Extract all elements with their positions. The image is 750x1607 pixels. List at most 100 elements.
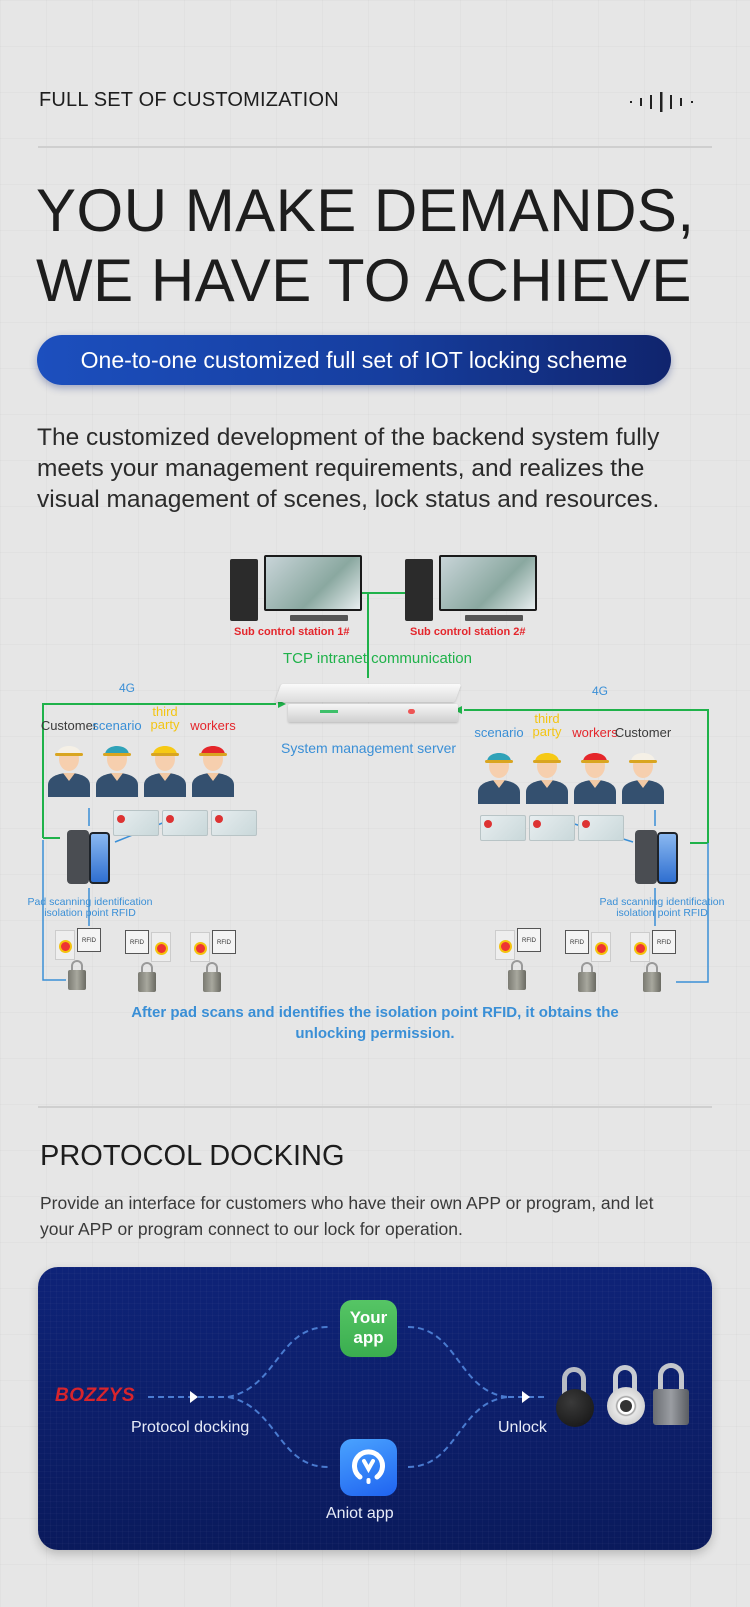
switch-icon: [495, 930, 515, 960]
padlock-icon: [578, 972, 596, 992]
role-label: Customer: [614, 725, 672, 740]
role-label: Customer: [40, 718, 98, 733]
station-label-2: Sub control station 2#: [410, 626, 526, 638]
section-description: Provide an interface for customers who h…: [40, 1190, 720, 1242]
worker-avatar-icon: [622, 753, 664, 804]
role-figure: Customer: [615, 712, 671, 822]
silver-dial-padlock-icon: [606, 1365, 646, 1427]
switch-icon: [151, 932, 171, 962]
pc-tower-icon: [230, 559, 258, 621]
rfid-tag-icon: RFID: [212, 930, 236, 954]
role-figure: workers: [572, 712, 618, 822]
intro-line: visual management of scenes, lock status…: [37, 486, 660, 513]
isolation-point: RFID: [190, 930, 245, 1007]
handheld-pad-right: [635, 830, 680, 886]
your-app-line: Your: [349, 1308, 388, 1327]
section-title: PROTOCOL DOCKING: [40, 1140, 345, 1172]
role-label: scenario: [92, 718, 142, 733]
network-label-right: 4G: [592, 684, 609, 698]
rfid-tag-icon: RFID: [77, 928, 101, 952]
isolation-point: RFID: [125, 930, 180, 1007]
caption-line: unlocking permission.: [295, 1025, 455, 1042]
worker-avatar-icon: [574, 753, 616, 804]
role-figure: workers: [190, 705, 236, 815]
pc-tower-icon: [405, 559, 433, 621]
pad-label-line: isolation point RFID: [44, 907, 136, 919]
padlock-icon: [508, 970, 526, 990]
protocol-docking-label: Protocol docking: [131, 1419, 250, 1436]
worker-avatar-icon: [478, 753, 520, 804]
isolation-point: RFID: [495, 928, 550, 1005]
flow-lines: [148, 1326, 548, 1468]
role-label: workers: [190, 718, 236, 733]
pad-label-line: Pad scanning identification: [27, 896, 153, 908]
worker-avatar-icon: [96, 746, 138, 797]
architecture-diagram: Sub control station 1# Sub control stati…: [0, 550, 750, 1070]
bozzys-logo: BOZZYS: [55, 1385, 136, 1406]
padlock-icon: [203, 972, 221, 992]
your-app-line: app: [353, 1328, 384, 1347]
waveform-icon: [630, 92, 693, 112]
worker-avatar-icon: [144, 746, 186, 797]
tcp-lines: [42, 592, 709, 844]
switch-icon: [190, 932, 210, 962]
handheld-pad-left: [67, 830, 112, 886]
switch-icon: [630, 932, 650, 962]
gray-square-padlock-icon: [653, 1363, 691, 1427]
server-icon: [274, 678, 462, 726]
unlock-label: Unlock: [498, 1419, 547, 1436]
id-card-icon: [113, 810, 159, 836]
diagram-caption: After pad scans and identifies the isola…: [80, 1002, 670, 1044]
headline-line-1: YOU MAKE DEMANDS,: [36, 177, 695, 244]
padlock-icon: [68, 970, 86, 990]
pad-label-line: Pad scanning identification: [599, 896, 725, 908]
rfid-tag-icon: RFID: [565, 930, 589, 954]
pad-label-left: Pad scanning identification isolation po…: [20, 897, 160, 919]
monitor-icon: [264, 555, 362, 611]
protocol-card: BOZZYS Protocol docking Your app Aniot a…: [38, 1267, 712, 1550]
sub-control-station-2: [405, 555, 550, 621]
scheme-pill: One-to-one customized full set of IOT lo…: [37, 335, 671, 385]
divider: [38, 146, 712, 148]
intro-line: The customized development of the backen…: [37, 424, 660, 451]
isolation-points-right: RFID RFID RFID: [495, 928, 695, 1007]
intro-paragraph: The customized development of the backen…: [37, 422, 717, 515]
station-label-1: Sub control station 1#: [234, 626, 350, 638]
rfid-tag-icon: RFID: [517, 928, 541, 952]
id-card-row-left: [113, 810, 263, 836]
intro-line: meets your management requirements, and …: [37, 455, 645, 482]
headline-line-2: WE HAVE TO ACHIEVE: [36, 247, 692, 314]
aniot-app-icon: [340, 1439, 397, 1496]
caption-line: After pad scans and identifies the isola…: [131, 1004, 619, 1021]
arrow-head: [454, 706, 462, 714]
id-card-icon: [162, 810, 208, 836]
isolation-point: RFID: [630, 930, 685, 1007]
black-round-padlock-icon: [556, 1367, 596, 1429]
divider: [38, 1106, 712, 1108]
id-card-icon: [529, 815, 575, 841]
id-card-icon: [211, 810, 257, 836]
desc-line: Provide an interface for customers who h…: [40, 1193, 654, 1213]
server-label: System management server: [281, 740, 457, 756]
padlock-icon: [643, 972, 661, 992]
worker-avatar-icon: [526, 753, 568, 804]
your-app-icon: Your app: [340, 1300, 397, 1357]
pad-label-right: Pad scanning identification isolation po…: [592, 897, 732, 919]
arrow-head: [190, 1391, 198, 1403]
aniot-app-label: Aniot app: [326, 1505, 394, 1522]
role-figure: Customer: [41, 705, 97, 815]
isolation-point: RFID: [565, 930, 620, 1007]
id-card-icon: [480, 815, 526, 841]
worker-avatar-icon: [48, 746, 90, 797]
pad-label-line: isolation point RFID: [616, 907, 708, 919]
keyboard-icon: [465, 615, 523, 621]
isolation-points-left: RFID RFID RFID: [55, 928, 255, 1007]
arrow-head: [522, 1391, 530, 1403]
section-label: FULL SET OF CUSTOMIZATION: [39, 89, 339, 111]
